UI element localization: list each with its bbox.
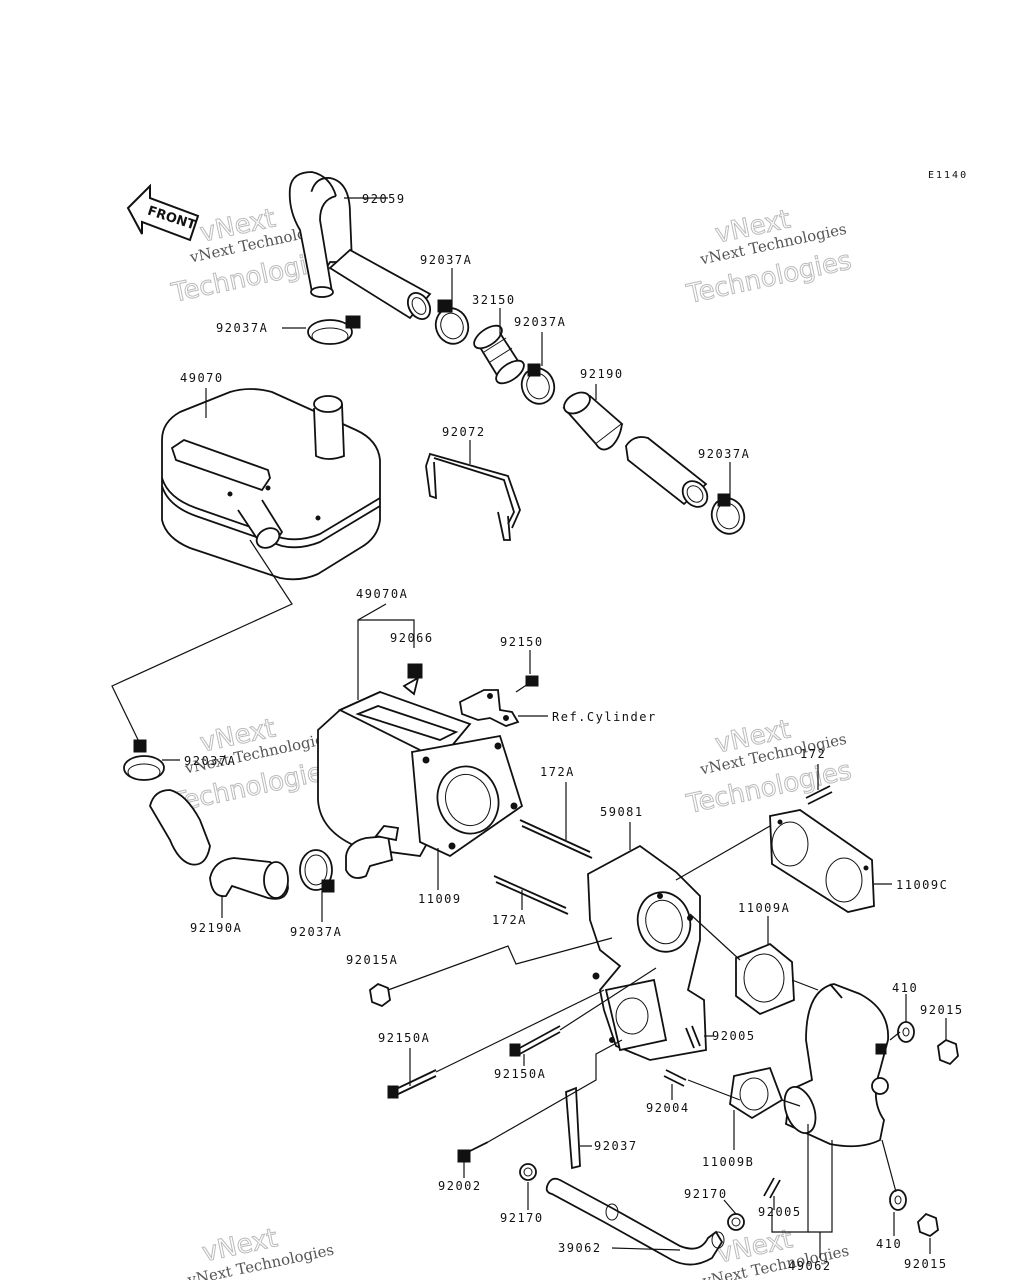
label-92190a: 92190A bbox=[190, 921, 242, 935]
stud-172a-1 bbox=[519, 819, 593, 859]
cylinder-bracket bbox=[459, 689, 520, 727]
bolt-92150 bbox=[515, 675, 539, 693]
muffler-49070 bbox=[161, 388, 381, 581]
hose-92190a bbox=[149, 789, 289, 900]
label-49062: 49062 bbox=[788, 1259, 832, 1273]
label-92150: 92150 bbox=[500, 635, 544, 649]
hose-clamp-3 bbox=[520, 363, 556, 405]
hose-clamp-2 bbox=[307, 315, 361, 345]
leader-lines bbox=[111, 197, 947, 1258]
expansion-chamber-49070a bbox=[317, 690, 524, 879]
stud-92005-1 bbox=[685, 1025, 701, 1049]
label-92005-2: 92005 bbox=[758, 1205, 802, 1219]
label-11009c: 11009C bbox=[896, 878, 948, 892]
label-11009b: 11009B bbox=[702, 1155, 754, 1169]
stud-172 bbox=[805, 785, 833, 805]
hose-92190 bbox=[562, 391, 709, 508]
nut-92015-2 bbox=[917, 1212, 939, 1238]
part-labels: 92059 92037A 92037A 32150 92037A 49070 9… bbox=[180, 192, 964, 1273]
label-11009: 11009 bbox=[418, 892, 462, 906]
nut-92015-1 bbox=[937, 1038, 959, 1066]
bolt-92066 bbox=[402, 663, 423, 696]
label-92015a: 92015A bbox=[346, 953, 398, 967]
label-92190: 92190 bbox=[580, 367, 624, 381]
stud-92005-2 bbox=[763, 1177, 781, 1199]
label-92015-2: 92015 bbox=[904, 1257, 948, 1271]
gasket-11009c bbox=[769, 809, 875, 913]
label-92002: 92002 bbox=[438, 1179, 482, 1193]
label-32150: 32150 bbox=[472, 293, 516, 307]
clamp-92170-1 bbox=[519, 1163, 537, 1181]
washer-410-2 bbox=[889, 1189, 907, 1211]
label-92037a-2: 92037A bbox=[216, 321, 268, 335]
label-39062: 39062 bbox=[558, 1241, 602, 1255]
label-92066: 92066 bbox=[390, 631, 434, 645]
label-ref-cylinder: Ref.Cylinder bbox=[552, 710, 657, 724]
label-92150a-1: 92150A bbox=[378, 1031, 430, 1045]
bracket-92072 bbox=[425, 452, 521, 541]
label-92037a-6: 92037A bbox=[290, 925, 342, 939]
exhaust-manifold-59081 bbox=[587, 844, 707, 1061]
washer-410-1 bbox=[897, 1021, 915, 1043]
label-92037: 92037 bbox=[594, 1139, 638, 1153]
label-172a-1: 172A bbox=[540, 765, 575, 779]
stud-172a-2 bbox=[493, 875, 569, 915]
bolt-92002 bbox=[457, 1141, 489, 1163]
label-92037a-5: 92037A bbox=[184, 754, 236, 768]
hose-clamp-1 bbox=[434, 299, 470, 345]
label-92170-2: 92170 bbox=[500, 1211, 544, 1225]
front-arrow-icon: FRONT bbox=[126, 183, 200, 242]
strap-92037 bbox=[565, 1086, 581, 1170]
bolt-92150a-2 bbox=[509, 1025, 561, 1057]
label-92037a-1: 92037A bbox=[420, 253, 472, 267]
label-11009a: 11009A bbox=[738, 901, 790, 915]
label-410-1: 410 bbox=[892, 981, 918, 995]
label-59081: 59081 bbox=[600, 805, 644, 819]
hose-clamp-5 bbox=[123, 739, 165, 781]
label-92005-1: 92005 bbox=[712, 1029, 756, 1043]
label-92150a-2: 92150A bbox=[494, 1067, 546, 1081]
label-92037a-3: 92037A bbox=[514, 315, 566, 329]
hose-elbow-92059 bbox=[288, 171, 432, 321]
label-49070: 49070 bbox=[180, 371, 224, 385]
watermark-top-right: vNext vNext Technologies Technologies bbox=[683, 204, 855, 311]
label-172: 172 bbox=[800, 747, 826, 761]
hose-clamp-4 bbox=[710, 493, 746, 535]
nut-92015a bbox=[369, 982, 391, 1008]
gasket-11009a bbox=[735, 942, 795, 1016]
gasket-11009b bbox=[729, 1066, 784, 1120]
diagram-code: E1140 bbox=[928, 170, 968, 181]
exhaust-pipe-49062 bbox=[783, 983, 889, 1148]
label-92170-1: 92170 bbox=[684, 1187, 728, 1201]
watermark-bottom-left: vNext vNext Technologies bbox=[185, 1223, 335, 1280]
label-92072: 92072 bbox=[442, 425, 486, 439]
label-92037a-4: 92037A bbox=[698, 447, 750, 461]
label-92059: 92059 bbox=[362, 192, 406, 206]
pipe-39062 bbox=[545, 1177, 725, 1266]
label-92004: 92004 bbox=[646, 1101, 690, 1115]
label-49070a: 49070A bbox=[356, 587, 408, 601]
label-410-2: 410 bbox=[876, 1237, 902, 1251]
label-92015-1: 92015 bbox=[920, 1003, 964, 1017]
bolt-92150a-1 bbox=[387, 1069, 437, 1099]
hose-coupler-32150 bbox=[473, 324, 525, 385]
hose-clamp-6 bbox=[299, 849, 335, 893]
clamp-92170-2 bbox=[727, 1213, 745, 1231]
stud-92004 bbox=[663, 1069, 687, 1087]
label-172a-2: 172A bbox=[492, 913, 527, 927]
watermark-mid-right: vNext vNext Technologies Technologies bbox=[683, 714, 855, 821]
